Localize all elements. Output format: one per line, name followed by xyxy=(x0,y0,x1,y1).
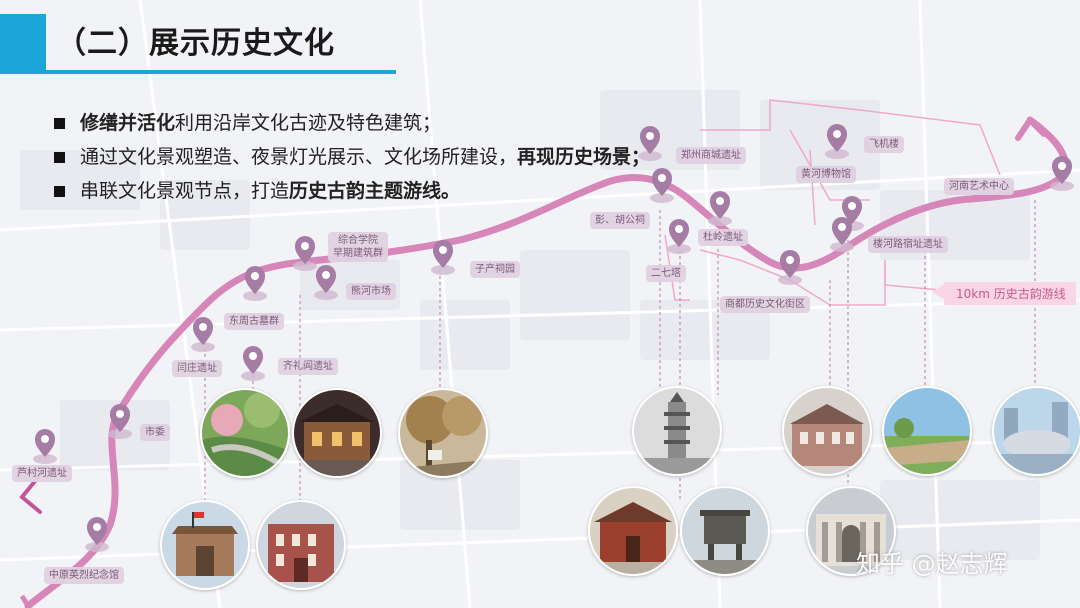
title-underline xyxy=(46,70,396,74)
node-label[interactable]: 黄河博物馆 xyxy=(796,166,856,183)
landmark-photo-ruins-park[interactable] xyxy=(882,386,972,476)
node-label[interactable]: 闫庄遗址 xyxy=(172,360,222,377)
pin-icon[interactable] xyxy=(431,240,455,275)
page-title: （二）展示历史文化 xyxy=(56,26,335,61)
route-length-tag: 10km 历史古韵游线 xyxy=(944,282,1076,305)
landmark-photo-night-street[interactable] xyxy=(292,388,382,478)
pin-icon[interactable] xyxy=(85,517,109,552)
node-label[interactable]: 楼河路宿址遗址 xyxy=(868,236,948,253)
node-label[interactable]: 二七塔 xyxy=(646,265,686,282)
landmark-photo-park[interactable] xyxy=(398,388,488,478)
pin-icon[interactable] xyxy=(1050,156,1074,191)
node-label[interactable]: 商都历史文化街区 xyxy=(720,296,810,313)
node-label[interactable]: 杜岭遗址 xyxy=(698,229,748,246)
watermark-text: 知乎 @赵志辉 xyxy=(856,550,1008,578)
bullet-bold: 修缮并活化 xyxy=(80,112,176,134)
landmark-photo-art-center[interactable] xyxy=(992,386,1080,476)
landmark-photo-garden[interactable] xyxy=(200,388,290,478)
node-label[interactable]: 东周古墓群 xyxy=(224,313,284,330)
bullet-item: 修缮并活化利用沿岸文化古迹及特色建筑； xyxy=(52,110,772,144)
pin-icon[interactable] xyxy=(243,266,267,301)
bullet-list: 修缮并活化利用沿岸文化古迹及特色建筑； 通过文化景观塑造、夜景灯光展示、文化场所… xyxy=(52,110,772,212)
bullet-item: 通过文化景观塑造、夜景灯光展示、文化场所建设，再现历史场景； xyxy=(52,144,772,178)
node-label[interactable]: 飞机楼 xyxy=(864,136,904,153)
landmark-photo-memorial-gate[interactable] xyxy=(160,500,250,590)
pin-icon[interactable] xyxy=(667,219,691,254)
node-label[interactable]: 子产祠园 xyxy=(470,261,520,278)
landmark-photo-red-building[interactable] xyxy=(256,500,346,590)
title-accent-bar xyxy=(0,14,46,74)
pin-icon[interactable] xyxy=(33,429,57,464)
node-label[interactable]: 市委 xyxy=(140,424,170,441)
bullet-bold: 历史古韵主题游线。 xyxy=(289,180,461,202)
pin-icon[interactable] xyxy=(241,346,265,381)
pin-icon[interactable] xyxy=(191,317,215,352)
node-label[interactable]: 熊河市场 xyxy=(346,283,396,300)
pin-icon[interactable] xyxy=(293,236,317,271)
square-bullet-icon xyxy=(54,118,65,129)
node-label[interactable]: 郑州商城遗址 xyxy=(676,147,746,164)
node-label[interactable]: 中原英烈纪念馆 xyxy=(44,567,124,584)
pin-icon[interactable] xyxy=(830,217,854,252)
node-label[interactable]: 综合学院 早期建筑群 xyxy=(328,232,388,262)
pin-icon[interactable] xyxy=(108,404,132,439)
bullet-text: 利用沿岸文化古迹及特色建筑； xyxy=(175,112,442,134)
bullet-item: 串联文化景观节点，打造历史古韵主题游线。 xyxy=(52,178,772,212)
node-label[interactable]: 齐礼阎遗址 xyxy=(278,358,338,375)
bullet-bold: 再现历史场景； xyxy=(517,146,651,168)
node-label[interactable]: 彭、胡公祠 xyxy=(590,212,650,229)
pin-icon[interactable] xyxy=(778,250,802,285)
landmark-photo-temple[interactable] xyxy=(588,486,678,576)
node-label[interactable]: 河南艺术中心 xyxy=(944,178,1014,195)
landmark-photo-bronze-ding[interactable] xyxy=(680,486,770,576)
pin-icon[interactable] xyxy=(314,265,338,300)
landmark-photo-erqi-tower[interactable] xyxy=(632,386,722,476)
square-bullet-icon xyxy=(54,186,65,197)
landmark-photo-colonnade[interactable] xyxy=(806,486,896,576)
landmark-photo-old-building[interactable] xyxy=(782,386,872,476)
pin-icon[interactable] xyxy=(825,124,849,159)
bullet-text: 串联文化景观节点，打造 xyxy=(80,180,290,202)
bullet-text: 通过文化景观塑造、夜景灯光展示、文化场所建设， xyxy=(80,146,518,168)
square-bullet-icon xyxy=(54,152,65,163)
node-label[interactable]: 芦村河遗址 xyxy=(12,465,72,482)
